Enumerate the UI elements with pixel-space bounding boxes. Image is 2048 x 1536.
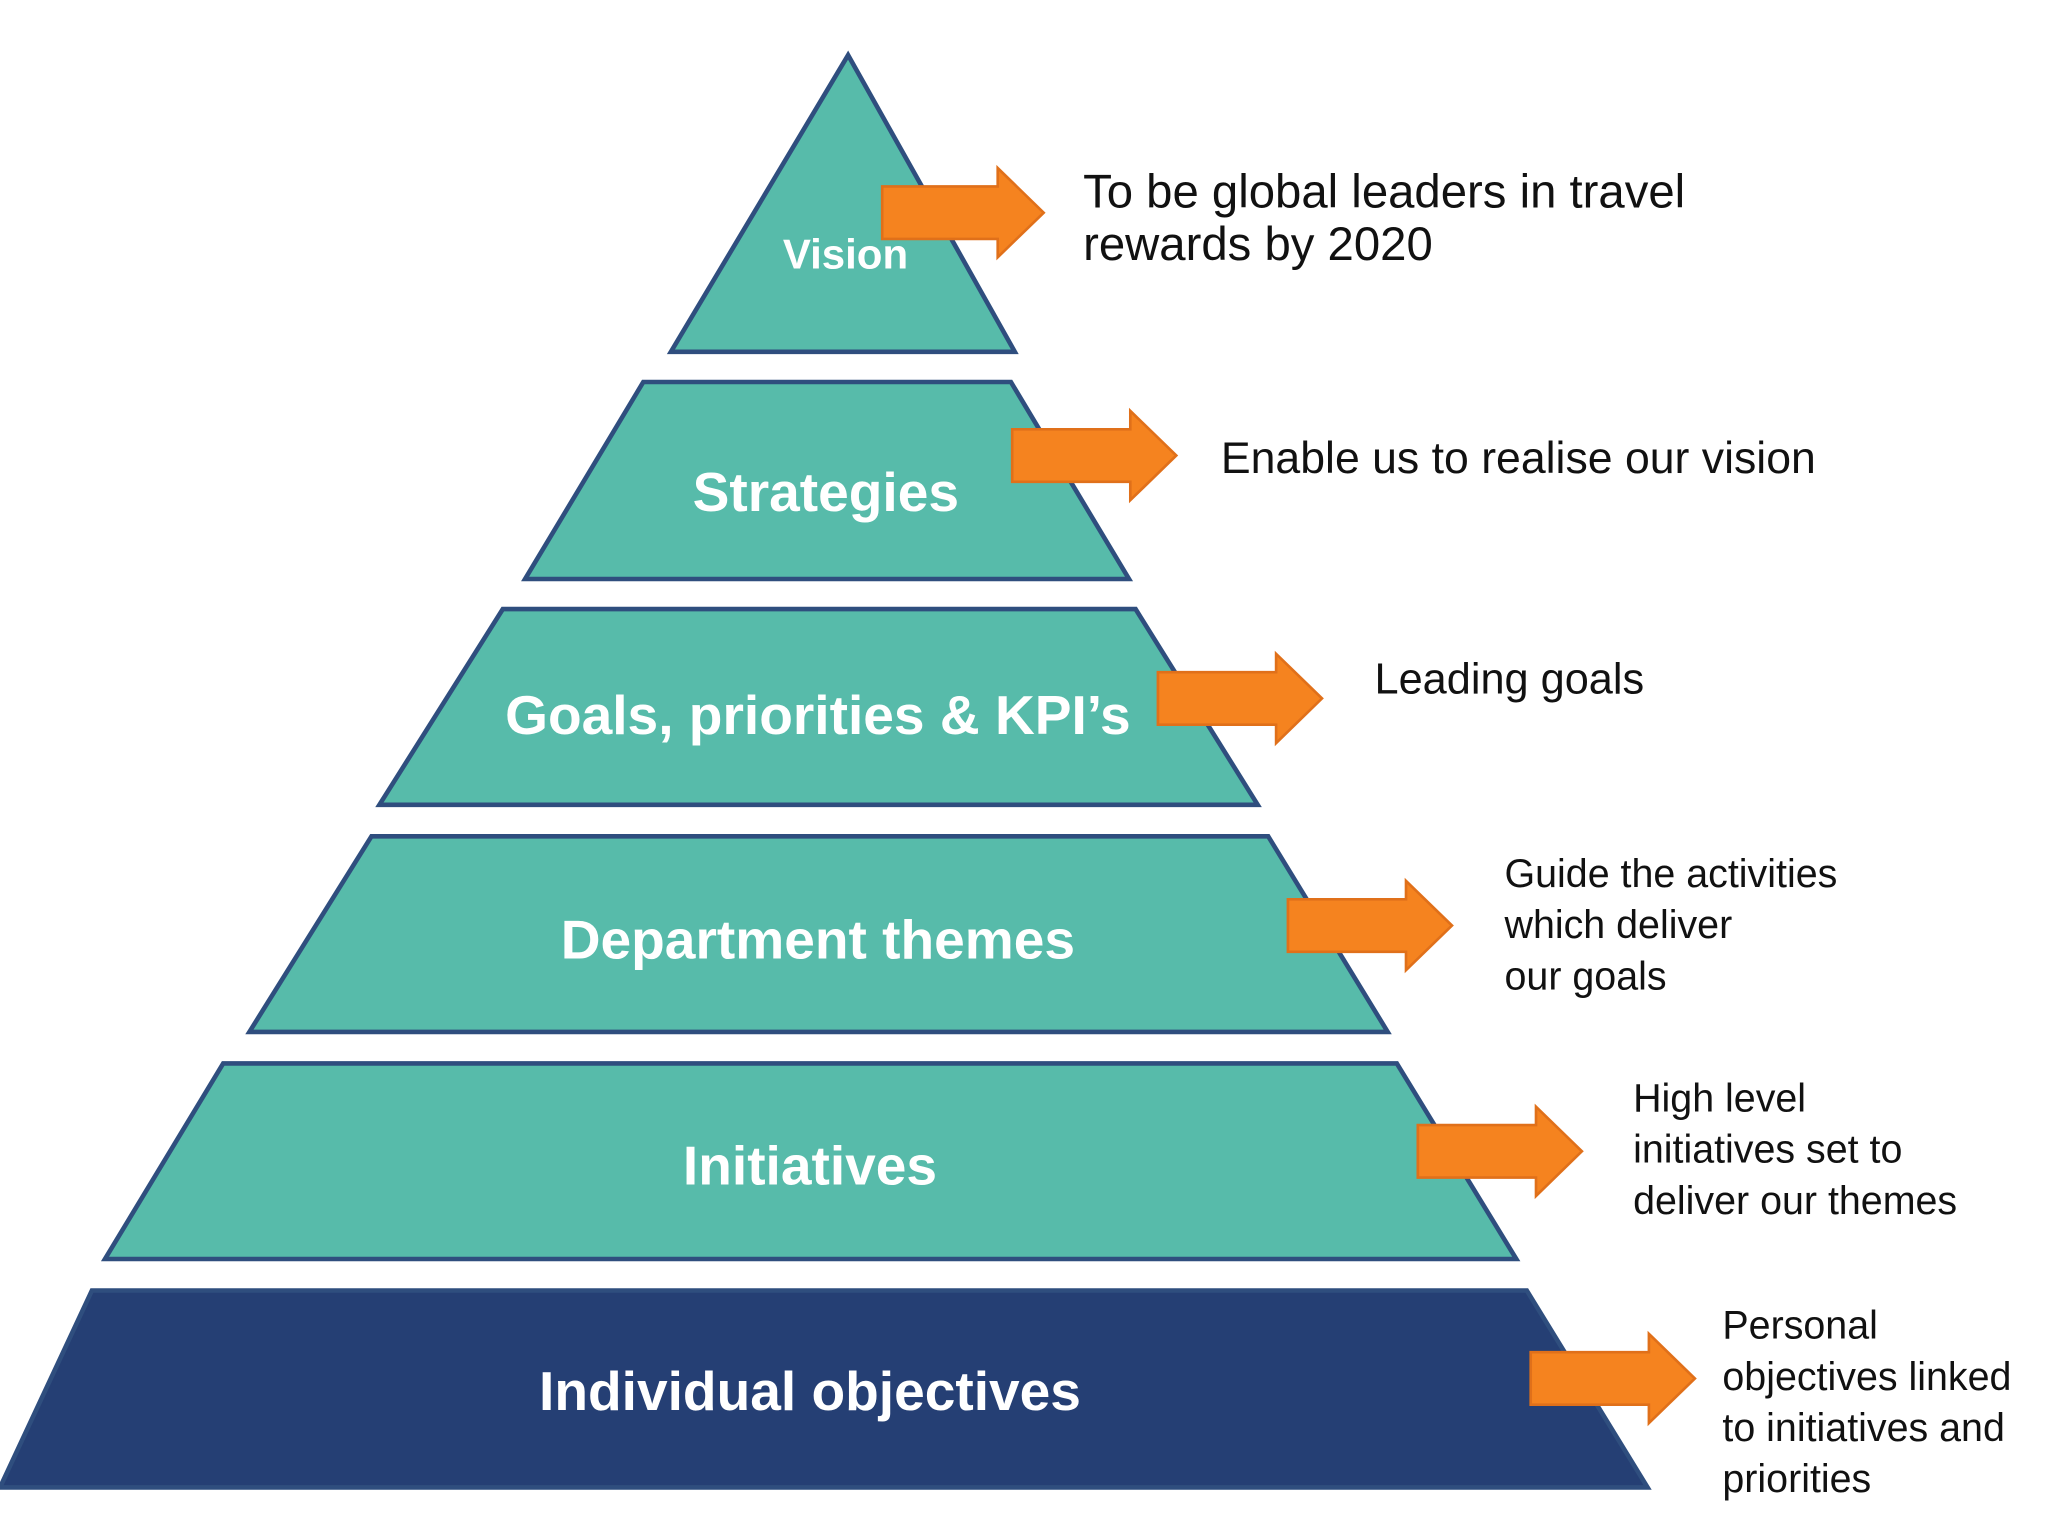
description-line: Leading goals <box>1375 656 1645 704</box>
tier-label-5: Initiatives <box>683 1134 937 1196</box>
tier-description-2: Enable us to realise our vision <box>1221 434 1816 483</box>
description-line: priorities <box>1722 1458 1871 1502</box>
description-line: our goals <box>1505 955 1667 999</box>
tier-label-6: Individual objectives <box>539 1360 1081 1422</box>
description-line: Enable us to realise our vision <box>1221 434 1816 483</box>
pyramid-tier-3 <box>375 606 1262 808</box>
description-line: initiatives set to <box>1633 1128 1902 1172</box>
description-line: High level <box>1633 1077 1806 1121</box>
description-line: rewards by 2020 <box>1083 217 1433 270</box>
tier-arrows <box>880 164 1697 1427</box>
tier-description-4: Guide the activities which deliver our goa… <box>1504 852 1838 998</box>
description-line: Guide the activities <box>1505 852 1838 896</box>
pyramid-tiers <box>0 50 1652 1490</box>
description-line: which deliver <box>1504 904 1733 948</box>
tier-description-6: Personal objectives linked to initiatives … <box>1722 1304 2011 1502</box>
arrow-right-icon <box>880 164 1046 261</box>
description-line: To be global leaders in travel <box>1083 165 1685 218</box>
arrow-right-icon <box>1156 650 1324 747</box>
arrow-right-icon <box>1416 1103 1584 1200</box>
pyramid-tier-6 <box>0 1288 1652 1490</box>
description-line: objectives linked <box>1722 1355 2011 1399</box>
tier-description-5: High level initiatives set to deliver our … <box>1633 1077 1957 1223</box>
arrow-right-icon <box>1010 407 1179 504</box>
arrow-right-icon <box>1529 1330 1697 1427</box>
arrow-right-icon <box>1286 877 1454 974</box>
tier-description-3: Leading goals <box>1375 656 1645 704</box>
description-line: to initiatives and <box>1722 1406 2004 1450</box>
tier-label-4: Department themes <box>561 908 1075 970</box>
pyramid-tier-5 <box>100 1061 1521 1262</box>
description-line: deliver our themes <box>1633 1179 1957 1223</box>
pyramid-tier-2 <box>521 379 1134 582</box>
description-line: Personal <box>1722 1304 1877 1348</box>
tier-label-3: Goals, priorities & KPI’s <box>505 684 1131 746</box>
tier-label-2: Strategies <box>693 461 959 523</box>
pyramid-tier-4 <box>245 834 1392 1035</box>
